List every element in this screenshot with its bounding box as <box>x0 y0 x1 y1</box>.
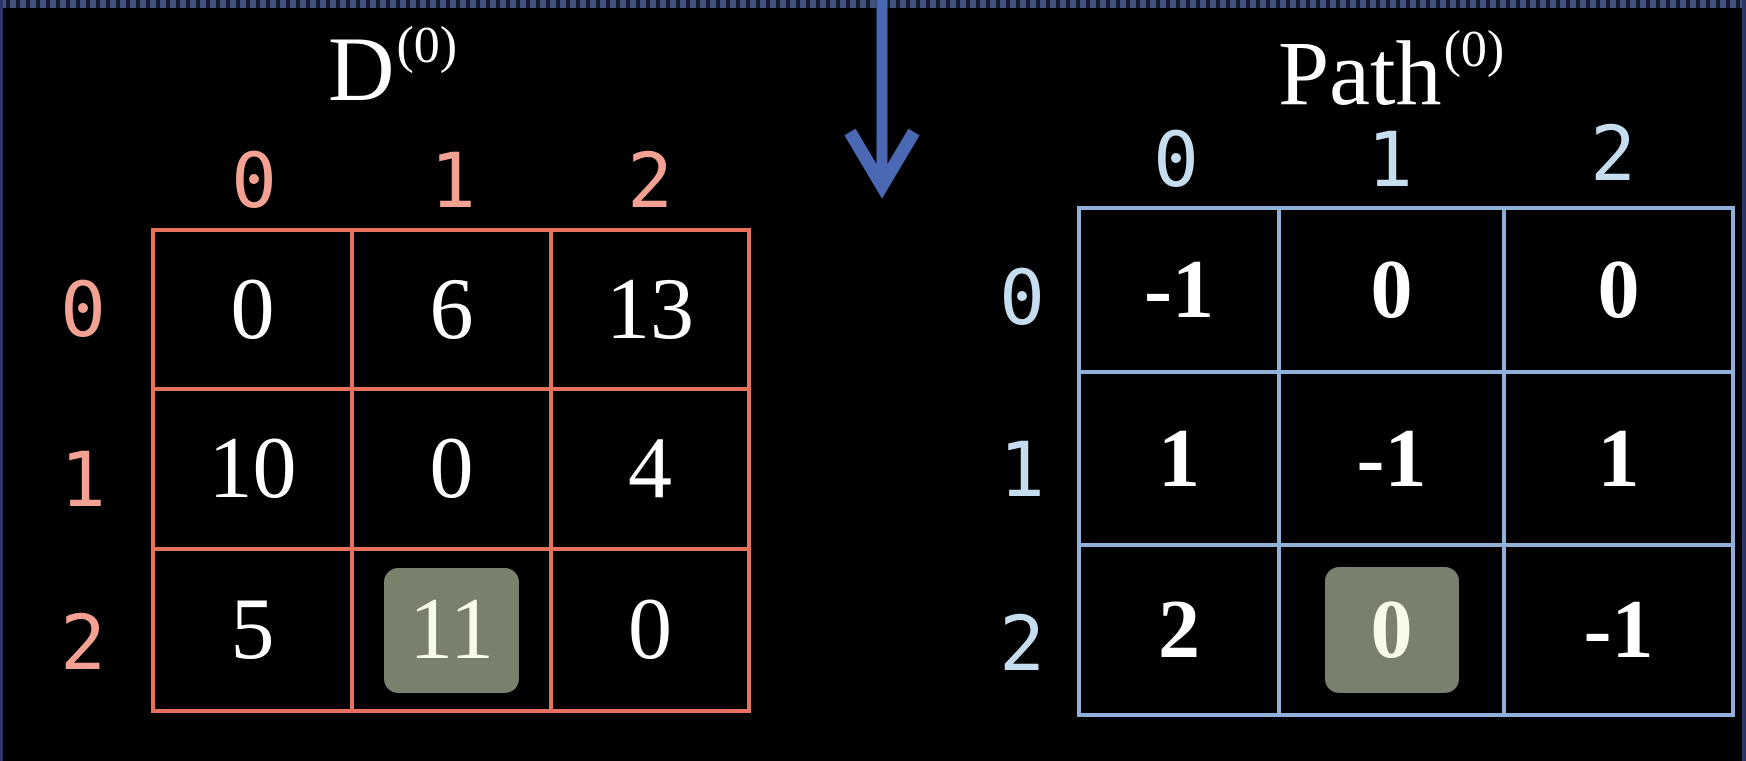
path-cell-value: 1 <box>1158 411 1200 505</box>
d-cell: 6 <box>354 232 553 391</box>
d-cell: 0 <box>155 232 354 391</box>
path-cell: 2 <box>1081 547 1281 713</box>
d-cell-value: 11 <box>409 581 494 678</box>
d-cell-highlighted: 11 <box>354 551 553 709</box>
path-matrix-grid: -1 0 0 1 -1 1 2 0 -1 <box>1077 206 1735 717</box>
left-edge-line <box>0 0 3 761</box>
path-cell-value: -1 <box>1144 243 1214 336</box>
path-cell-value: -1 <box>1583 583 1654 676</box>
d-cell-value: 4 <box>628 420 672 517</box>
d-col-header: 0 <box>231 136 277 225</box>
path-col-header: 2 <box>1590 109 1636 198</box>
path-cell: 0 <box>1281 210 1506 374</box>
d-cell-value: 5 <box>230 581 275 678</box>
path-cell: 1 <box>1506 374 1731 547</box>
path-matrix-title-text: Path <box>1278 22 1442 124</box>
path-col-header: 1 <box>1367 115 1413 204</box>
down-arrow-icon <box>844 0 920 199</box>
path-row-header: 2 <box>999 599 1045 688</box>
path-cell-value: -1 <box>1356 411 1427 505</box>
path-cell: -1 <box>1281 374 1506 547</box>
right-edge-line <box>1742 0 1746 761</box>
path-cell-highlighted: 0 <box>1281 547 1506 713</box>
d-cell: 5 <box>155 551 354 709</box>
path-matrix-superscript: (0) <box>1443 21 1505 78</box>
path-cell: 1 <box>1081 374 1281 547</box>
d-matrix-grid: 0 6 13 10 0 4 5 11 0 <box>151 228 751 713</box>
d-cell: 0 <box>354 391 553 551</box>
d-cell: 4 <box>553 391 747 551</box>
d-cell: 13 <box>553 232 747 391</box>
d-cell: 0 <box>553 551 747 709</box>
top-dashed-divider <box>0 0 1746 8</box>
path-cell-value: 0 <box>1597 243 1640 336</box>
path-col-header: 0 <box>1153 115 1199 204</box>
d-cell-value: 0 <box>429 420 474 517</box>
d-cell-value: 0 <box>230 260 275 358</box>
d-row-header: 0 <box>60 265 106 354</box>
path-cell-value: 0 <box>1370 583 1413 676</box>
path-cell: -1 <box>1506 547 1731 713</box>
d-cell-value: 10 <box>208 420 297 517</box>
d-cell: 10 <box>155 391 354 551</box>
path-row-header: 0 <box>999 253 1045 342</box>
path-highlight-box: 0 <box>1324 567 1459 693</box>
d-cell-value: 0 <box>628 581 672 678</box>
path-cell-value: 0 <box>1370 243 1413 336</box>
d-cell-value: 13 <box>606 260 694 358</box>
d-col-header: 2 <box>627 136 673 225</box>
d-matrix-title: D(0) <box>328 17 458 116</box>
path-matrix-title: Path(0) <box>1278 21 1505 120</box>
d-row-header: 2 <box>60 598 106 687</box>
path-row-header: 1 <box>999 425 1045 514</box>
d-matrix-superscript: (0) <box>396 17 458 74</box>
d-row-header: 1 <box>60 435 106 524</box>
path-cell: 0 <box>1506 210 1731 374</box>
d-cell-value: 6 <box>429 260 474 358</box>
path-cell: -1 <box>1081 210 1281 374</box>
d-highlight-box: 11 <box>384 567 519 693</box>
path-cell-value: 2 <box>1158 583 1200 676</box>
d-col-header: 1 <box>430 136 476 225</box>
path-cell-value: 1 <box>1597 411 1640 505</box>
d-matrix-title-text: D <box>328 18 395 120</box>
